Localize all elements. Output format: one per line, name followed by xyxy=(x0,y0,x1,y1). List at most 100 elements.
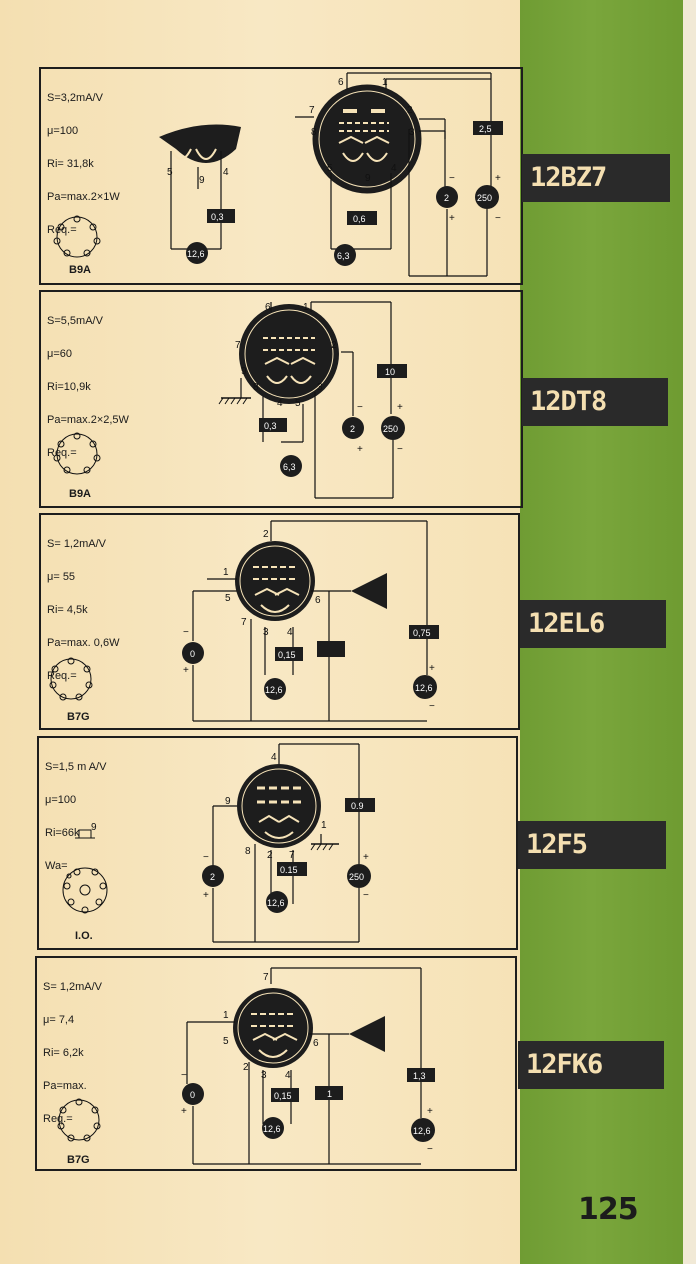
svg-text:−: − xyxy=(203,852,209,863)
plate-voltage-12dt8: 250 xyxy=(383,424,398,434)
spec-ri: Ri= 6,2k xyxy=(43,1047,84,1059)
svg-text:7: 7 xyxy=(241,617,247,628)
svg-text:−: − xyxy=(449,173,455,184)
plate-current-12bz7: 2,5 xyxy=(479,124,492,134)
grid-bias-12fk6: 0 xyxy=(190,1090,195,1100)
spec-ri: Ri=66k xyxy=(45,827,80,839)
svg-text:3: 3 xyxy=(263,627,269,638)
svg-text:4: 4 xyxy=(271,752,277,763)
spec-ri: Ri= 4,5k xyxy=(47,604,88,616)
svg-text:+: + xyxy=(397,402,403,413)
svg-text:4: 4 xyxy=(277,398,283,409)
heater-current-12dt8: 0,3 xyxy=(264,421,277,431)
spec-transconductance: S=1,5 m A/V xyxy=(45,761,107,773)
spec-wa: Wa= xyxy=(45,860,68,872)
spec-list: S= 1,2mA/V μ= 55 Ri= 4,5k Pa=max. 0,6W R… xyxy=(47,517,119,704)
heater-current-a: 0,3 xyxy=(211,212,224,222)
svg-text:7: 7 xyxy=(289,850,295,861)
svg-text:8: 8 xyxy=(253,382,259,393)
svg-text:1: 1 xyxy=(223,1010,229,1021)
spec-req: Req.= xyxy=(47,447,77,459)
svg-text:+: + xyxy=(181,1106,187,1117)
tube-panel-12fk6: S= 1,2mA/V μ= 7,4 Ri= 6,2k Pa=max. Req.=… xyxy=(35,956,517,1171)
spec-pa: Pa=max. 0,6W xyxy=(47,637,120,649)
filament-voltage-a: 12,6 xyxy=(187,249,205,259)
page-number: 125 xyxy=(578,1192,639,1227)
grid-bias-12f5: 2 xyxy=(210,872,215,882)
plate-voltage-12f5: 250 xyxy=(349,872,364,882)
svg-text:6: 6 xyxy=(313,1038,319,1049)
spec-list: S=5,5mA/V μ=60 Ri=10,9k Pa=max.2×2,5W Re… xyxy=(47,294,129,481)
svg-text:+: + xyxy=(429,663,435,674)
svg-text:3: 3 xyxy=(261,1070,267,1081)
tube-tab-12fk6[interactable]: 12FK6 xyxy=(518,1041,664,1089)
svg-text:5: 5 xyxy=(167,167,173,178)
spec-mu: μ=100 xyxy=(47,125,79,137)
grid-bias-12dt8: 2 xyxy=(350,424,355,434)
tube-tab-12bz7[interactable]: 12BZ7 xyxy=(522,154,670,202)
tube-envelope-12dt8 xyxy=(239,304,339,404)
plate-voltage-12fk6: 12,6 xyxy=(413,1126,431,1136)
svg-text:1: 1 xyxy=(303,302,309,313)
svg-text:9: 9 xyxy=(241,366,247,377)
spec-ri: Ri= 31,8k xyxy=(47,158,94,170)
svg-text:−: − xyxy=(183,627,189,638)
svg-text:+: + xyxy=(357,444,363,455)
base-type: B9A xyxy=(69,264,92,276)
filament-voltage-12fk6: 12,6 xyxy=(263,1124,281,1134)
heater-current-12f5: 0.15 xyxy=(280,865,298,875)
plate-current-12dt8: 10 xyxy=(385,367,395,377)
svg-text:5: 5 xyxy=(295,398,301,409)
svg-text:−: − xyxy=(397,444,403,455)
spec-transconductance: S=3,2mA/V xyxy=(47,92,103,104)
svg-text:−: − xyxy=(181,1070,187,1081)
svg-text:4: 4 xyxy=(391,163,397,174)
tube-tab-12dt8[interactable]: 12DT8 xyxy=(522,378,668,426)
tube-envelope-12bz7 xyxy=(312,84,422,194)
spec-mu: μ= 7,4 xyxy=(43,1014,75,1026)
svg-text:8: 8 xyxy=(311,127,317,138)
filament-voltage-12el6: 12,6 xyxy=(265,685,283,695)
svg-text:+: + xyxy=(449,213,455,224)
filament-voltage-12dt8: 6,3 xyxy=(283,462,296,472)
filament-voltage-marker-b xyxy=(334,244,356,266)
heater-current-b: 0,6 xyxy=(353,214,366,224)
svg-text:+: + xyxy=(495,173,501,184)
svg-text:5: 5 xyxy=(327,163,333,174)
svg-text:3: 3 xyxy=(409,127,415,138)
svg-text:1: 1 xyxy=(321,820,327,831)
svg-text:+: + xyxy=(363,852,369,863)
svg-text:+: + xyxy=(203,890,209,901)
screen-resistor-box xyxy=(317,641,345,657)
tube-panel-12bz7: S=3,2mA/V μ=100 Ri= 31,8k Pa=max.2×1W Re… xyxy=(39,67,523,285)
svg-text:1: 1 xyxy=(223,567,229,578)
spec-list: S= 1,2mA/V μ= 7,4 Ri= 6,2k Pa=max. Req.= xyxy=(43,960,102,1147)
svg-text:6: 6 xyxy=(338,77,344,88)
tube-panel-12dt8: S=5,5mA/V μ=60 Ri=10,9k Pa=max.2×2,5W Re… xyxy=(39,290,523,508)
tube-envelope-12fk6 xyxy=(233,988,313,1068)
base-type: B7G xyxy=(67,711,90,723)
spec-pa: Pa=max.2×2,5W xyxy=(47,414,129,426)
spec-transconductance: S=5,5mA/V xyxy=(47,315,103,327)
spec-mu: μ= 55 xyxy=(47,571,76,583)
heater-current-12el6: 0,15 xyxy=(278,650,296,660)
svg-text:−: − xyxy=(429,701,435,712)
heater-current-12fk6: 0,15 xyxy=(274,1091,292,1101)
spec-transconductance: S= 1,2mA/V xyxy=(43,981,103,993)
tube-tab-12f5[interactable]: 12F5 xyxy=(518,821,666,869)
tube-tab-12el6[interactable]: 12EL6 xyxy=(520,600,666,648)
svg-text:9: 9 xyxy=(199,175,205,186)
svg-text:9: 9 xyxy=(91,822,97,833)
spec-mu: μ=60 xyxy=(47,348,72,360)
svg-text:2: 2 xyxy=(243,1062,249,1073)
plate-voltage-marker xyxy=(475,185,499,209)
spec-list: S=1,5 m A/V μ=100 Ri=66k Wa= xyxy=(45,740,106,894)
svg-text:2: 2 xyxy=(263,529,269,540)
svg-text:6: 6 xyxy=(265,302,271,313)
signal-triangle xyxy=(351,573,387,609)
base-type: I.O. xyxy=(75,930,93,942)
svg-text:2: 2 xyxy=(331,340,337,351)
